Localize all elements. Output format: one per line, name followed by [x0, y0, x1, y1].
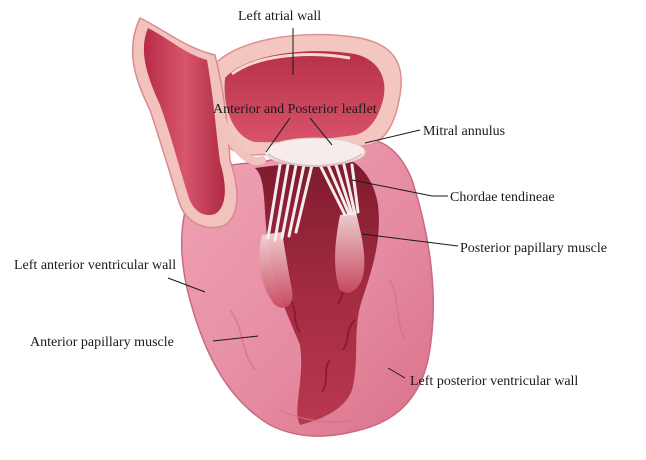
- label-left-posterior-ventricular-wall: Left posterior ventricular wall: [410, 374, 578, 389]
- label-chordae-tendineae: Chordae tendineae: [450, 190, 555, 205]
- label-left-atrial-wall: Left atrial wall: [238, 9, 321, 24]
- label-anterior-papillary-muscle: Anterior papillary muscle: [30, 335, 174, 350]
- label-posterior-papillary-muscle: Posterior papillary muscle: [460, 241, 607, 256]
- label-mitral-annulus: Mitral annulus: [423, 124, 505, 139]
- mitral-leaflets: [265, 138, 365, 166]
- label-left-anterior-ventricular-wall: Left anterior ventricular wall: [14, 258, 176, 273]
- label-leaflet: Anterior and Posterior leaflet: [213, 102, 377, 117]
